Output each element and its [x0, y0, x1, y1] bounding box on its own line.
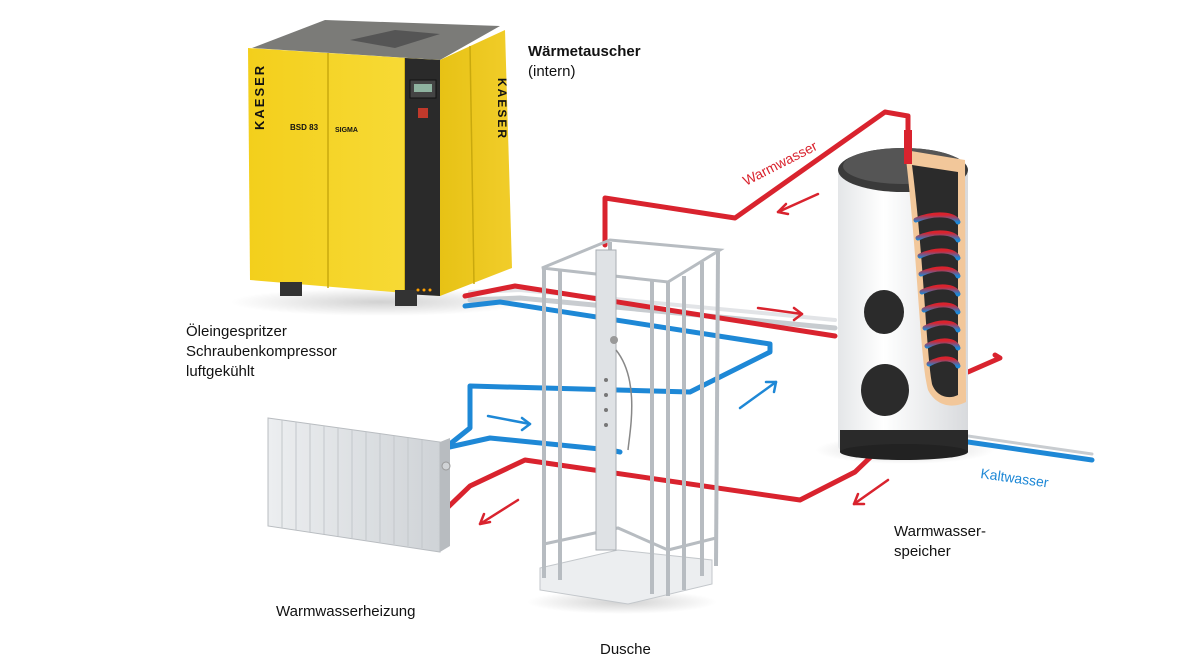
radiator	[267, 417, 451, 553]
flow-arrow-icon	[738, 380, 778, 410]
compressor-side	[440, 30, 512, 296]
hot-pipe-tank-side	[965, 352, 1003, 375]
cold-water-inlet-grey	[966, 434, 1094, 456]
compressor-brand-front: KAESER	[252, 64, 267, 130]
radiator-fins	[281, 420, 423, 548]
compressor-label-line1: Öleingespritzer	[186, 323, 287, 340]
compressor-foot-1	[280, 282, 302, 296]
tank-label: Warmwasser- speicher	[894, 522, 986, 562]
compressor-model: BSD 83	[290, 123, 319, 132]
shower-label-text: Dusche	[600, 641, 651, 658]
compressor-front	[248, 48, 440, 296]
hot-water-tank	[838, 130, 968, 460]
radiator-side	[440, 438, 450, 552]
heat-exchanger-title: Wärmetauscher	[528, 43, 641, 60]
flow-arrow-icon	[852, 478, 890, 506]
tank-label-line1: Warmwasser-	[894, 523, 986, 540]
compressor-lamp-3	[428, 288, 432, 292]
compressor-lamp-2	[422, 288, 426, 292]
compressor-foot-2	[395, 290, 417, 306]
compressor-label: Öleingespritzer Schraubenkompressor luft…	[186, 322, 337, 382]
shower	[539, 238, 725, 605]
cold-water-inlet	[965, 439, 1095, 463]
flow-arrow-icon	[776, 192, 820, 216]
panel-seam-side	[469, 45, 475, 285]
flow-arrow-icon	[486, 414, 532, 432]
compressor-label-line3: luftgekühlt	[186, 363, 255, 380]
flow-arrow-icon	[756, 306, 804, 322]
shower-panel	[595, 249, 617, 551]
shower-head	[610, 336, 618, 344]
cold-water-flow-label: Kaltwasser	[980, 465, 1050, 490]
heat-exchanger-sub: (intern)	[528, 63, 576, 80]
tank-coil	[913, 212, 961, 369]
hot-pipe-compressor-tank	[462, 283, 838, 339]
compressor-lamp-1	[416, 288, 420, 292]
compressor-shadow	[230, 288, 530, 316]
radiator-label: Warmwasserheizung	[276, 602, 416, 622]
radiator-front	[267, 417, 441, 553]
hot-pipe-warmwater	[602, 109, 911, 248]
tank-top-pipe	[904, 130, 912, 164]
hot-pipe-return	[442, 445, 883, 513]
compressor-button-red	[418, 108, 428, 118]
pipe-network	[442, 109, 1095, 513]
radiator-label-text: Warmwasserheizung	[276, 603, 416, 620]
compressor-display-screen	[414, 84, 432, 92]
shower-hose	[615, 349, 633, 451]
tank-port-upper	[864, 290, 904, 334]
compressor-label-line2: Schraubenkompressor	[186, 343, 337, 360]
shower-nozzles	[604, 378, 608, 427]
tank-port-lower	[861, 364, 909, 416]
compressor-top-vent	[350, 30, 440, 48]
shower-label: Dusche	[600, 640, 651, 660]
radiator-valve	[441, 461, 451, 471]
tank-label-line2: speicher	[894, 543, 951, 560]
flow-arrows	[478, 192, 890, 526]
compressor-brand-side: KAESER	[495, 78, 509, 140]
flow-arrow-icon	[478, 498, 520, 526]
compressor-control-strip	[405, 58, 440, 296]
compressor: KAESER KAESER BSD 83 SIGMA	[248, 20, 512, 306]
compressor-logo: SIGMA	[335, 127, 358, 134]
warm-water-flow-label: Warmwasser	[740, 137, 820, 188]
tank-base-bottom	[840, 444, 968, 460]
heat-exchanger-label: Wärmetauscher (intern)	[528, 42, 641, 82]
cold-pipe-radiator	[442, 435, 623, 455]
